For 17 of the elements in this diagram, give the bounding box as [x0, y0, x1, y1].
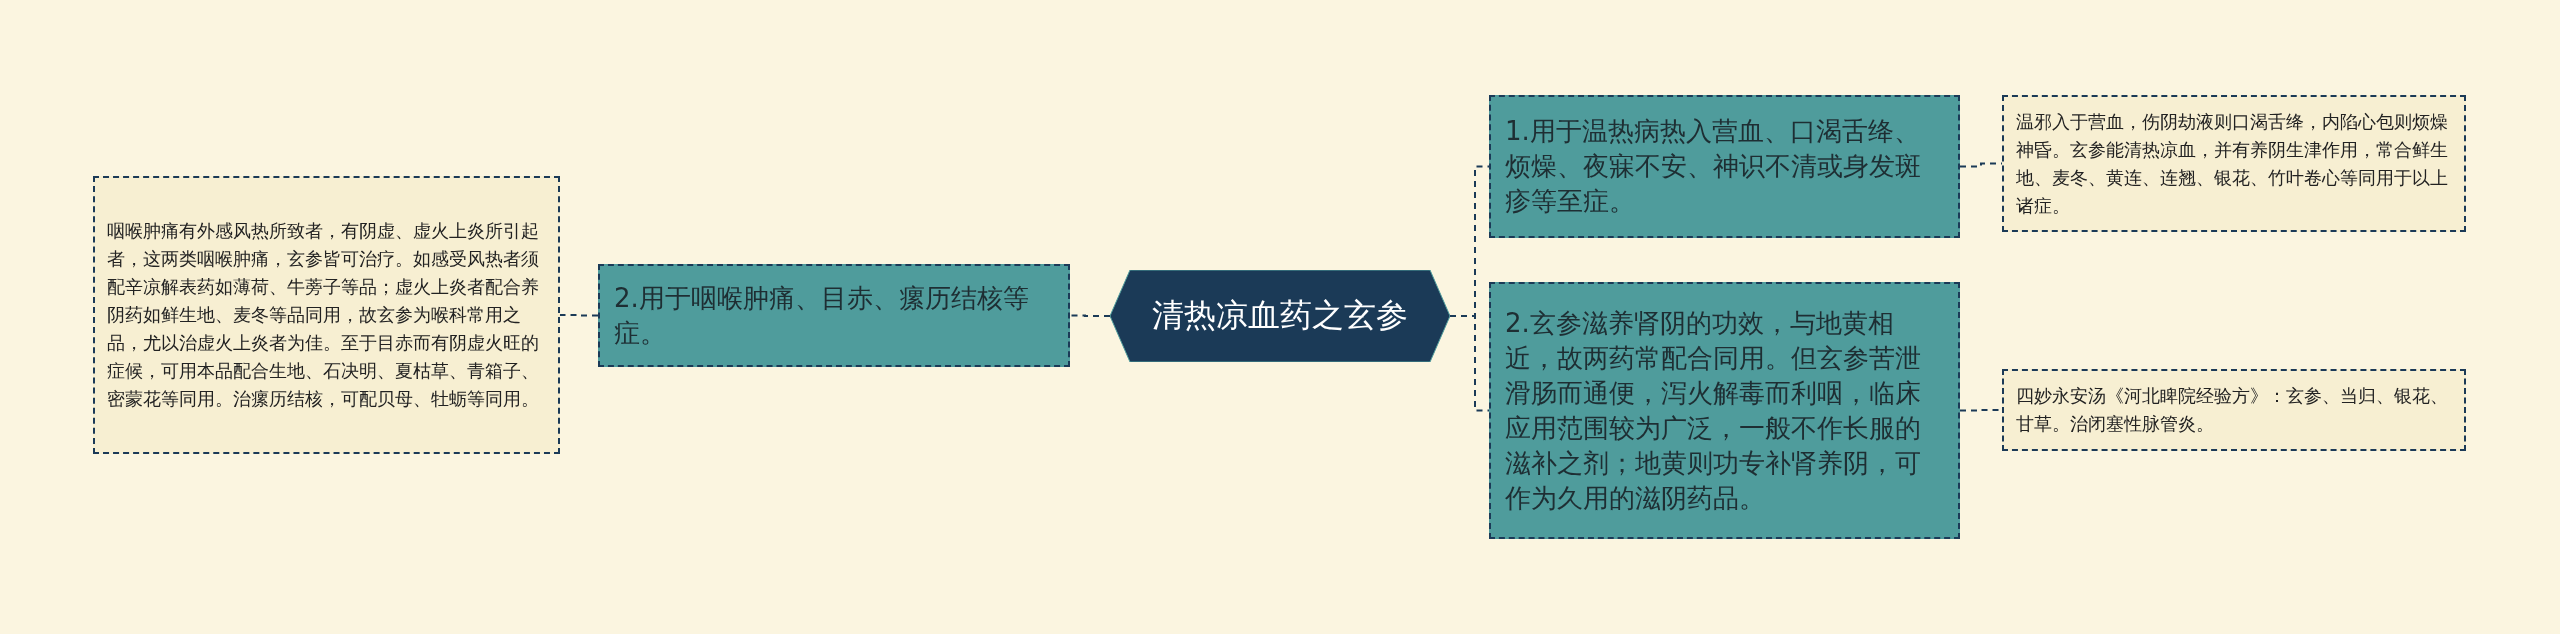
note-box	[93, 176, 560, 454]
connector-line	[1449, 315, 1490, 412]
title-hexagon	[1110, 270, 1450, 362]
node-text: 咽喉肿痛有外感风热所致者，有阴虚、虚火上炎所引起者，这两类咽喉肿痛，玄参皆可治疗。如感受风热者须配辛凉解表药如薄荷、牛蒡子等品；虚火上炎者配合养阴药如鲜生地、麦冬等品同用，故玄参为喉科常用之品，尤以治虚火上炎者为佳。至于目赤而有阴虚火旺的症候，可用本品配合生地、石决明、夏枯草、青箱子、密蒙花等同用。治瘰历结核，可配贝母、牡蛎等同用。	[107, 219, 540, 411]
connector-line	[1069, 314, 1111, 317]
title-text: 清热凉血药之玄参	[1152, 295, 1408, 336]
note-box	[2002, 369, 2466, 451]
connector-line	[559, 314, 599, 317]
node-text: 2.用于咽喉肿痛、目赤、瘰历结核等症。	[614, 281, 1030, 350]
node-text: 四妙永安汤《河北睥院经验方》：玄参、当归、银花、甘草。治闭塞性脉管炎。	[2016, 384, 2449, 436]
topic-box	[1489, 282, 1960, 539]
topic-box	[1489, 95, 1960, 238]
node-text: 2.玄参滋养肾阴的功效，与地黄相近，故两药常配合同用。但玄参苦泄滑肠而通便，泻火解毒而利咽，临床应用范围较为广泛，一般不作长服的滋补之剂；地黄则功专补肾养阴，可作为久用的滋阴药品。	[1505, 306, 1922, 515]
node-text: 温邪入于营血，伤阴劫液则口渴舌绛，内陷心包则烦燥神昏。玄参能清热凉血，并有养阴生津作用，常合鲜生地、麦冬、黄连、连翘、银花、竹叶卷心等同用于以上诸症。	[2016, 109, 2449, 218]
node-text: 1.用于温热病热入营血、口渴舌绛、烦燥、夜寐不安、神识不清或身发斑疹等至症。	[1505, 115, 1922, 218]
topic-box	[598, 264, 1070, 367]
note-box	[2002, 95, 2466, 232]
